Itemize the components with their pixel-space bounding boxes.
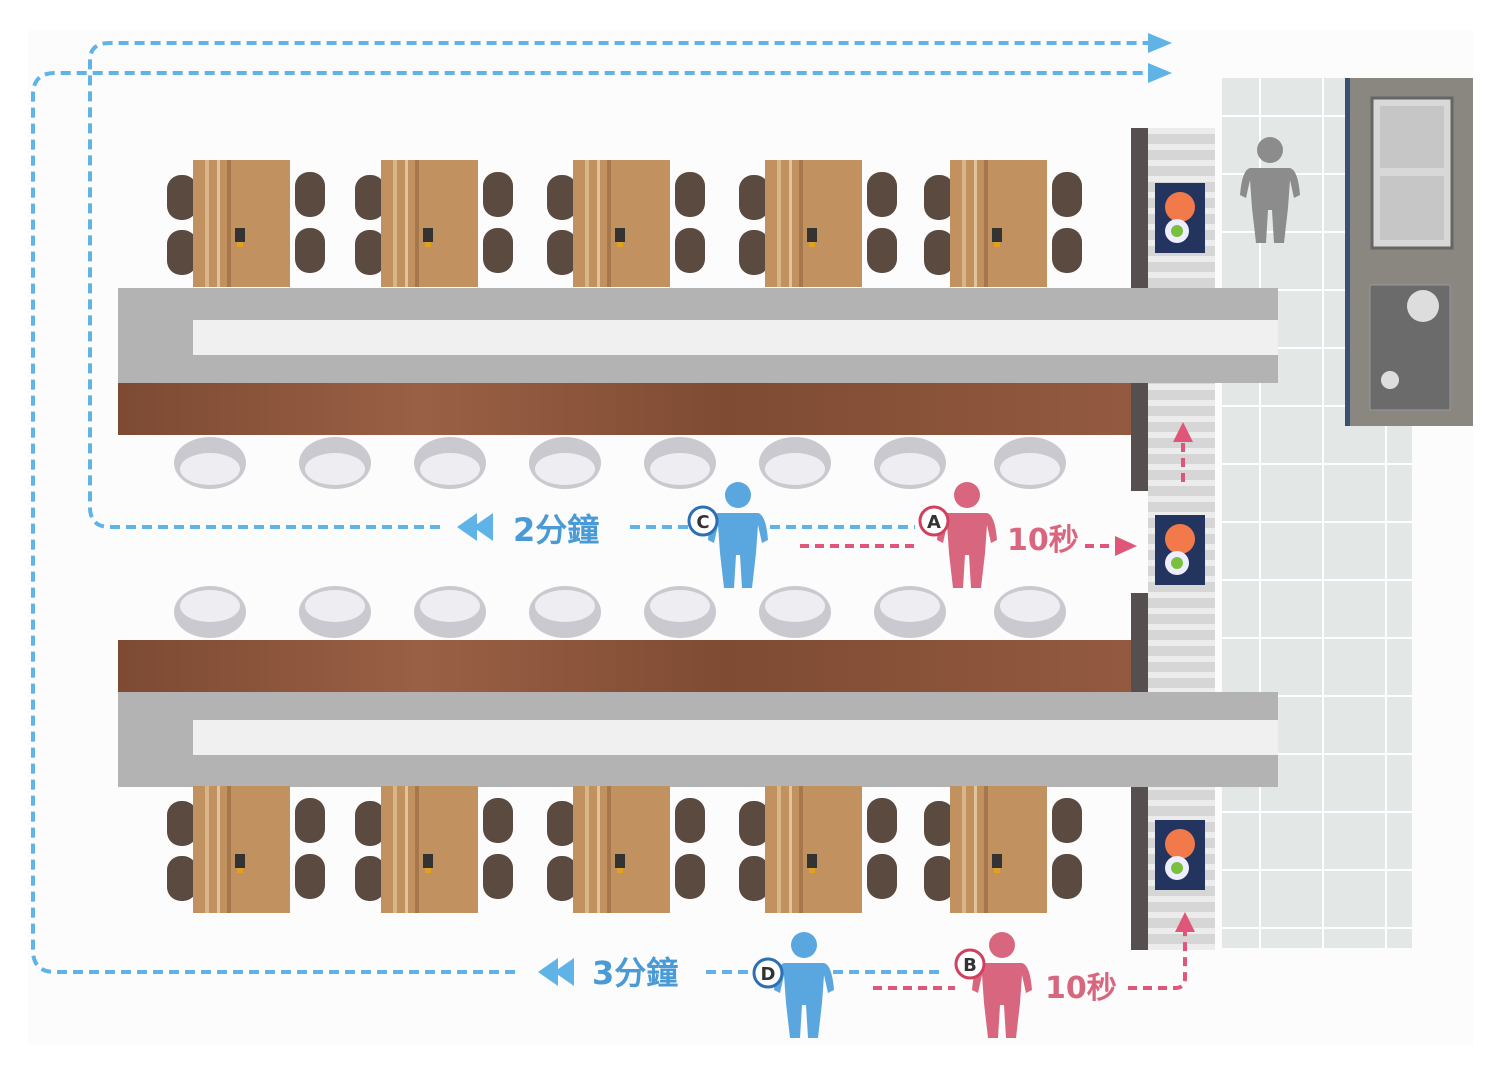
route-c-time-label: 2分鐘 (513, 511, 599, 549)
food-tray (1155, 515, 1205, 585)
route-c-path (88, 41, 1150, 529)
route-a-time-label: 10秒 (1007, 523, 1079, 558)
conveyor-belt (1131, 128, 1215, 950)
route-d-time-label: 3分鐘 (592, 954, 678, 992)
food-tray (1155, 820, 1205, 890)
pot (1407, 290, 1439, 322)
route-b-time-label: 10秒 (1045, 971, 1117, 1006)
marker-a-label: A (927, 512, 941, 533)
counter-top (118, 288, 1278, 435)
kitchen (1222, 78, 1473, 948)
arrowheads-blue (457, 33, 1172, 986)
route-d-path (31, 71, 1150, 974)
marker-c-label: C (696, 512, 709, 533)
marker-c: C (687, 505, 719, 537)
counter-bottom (118, 640, 1278, 787)
marker-a: A (918, 505, 950, 537)
marker-d: D (752, 957, 784, 989)
route-red-paths (800, 440, 1187, 990)
food-tray (1155, 183, 1205, 253)
marker-d-label: D (761, 964, 776, 985)
marker-b-label: B (963, 955, 977, 976)
marker-b: B (954, 948, 986, 980)
arrowheads-red (1115, 422, 1195, 932)
